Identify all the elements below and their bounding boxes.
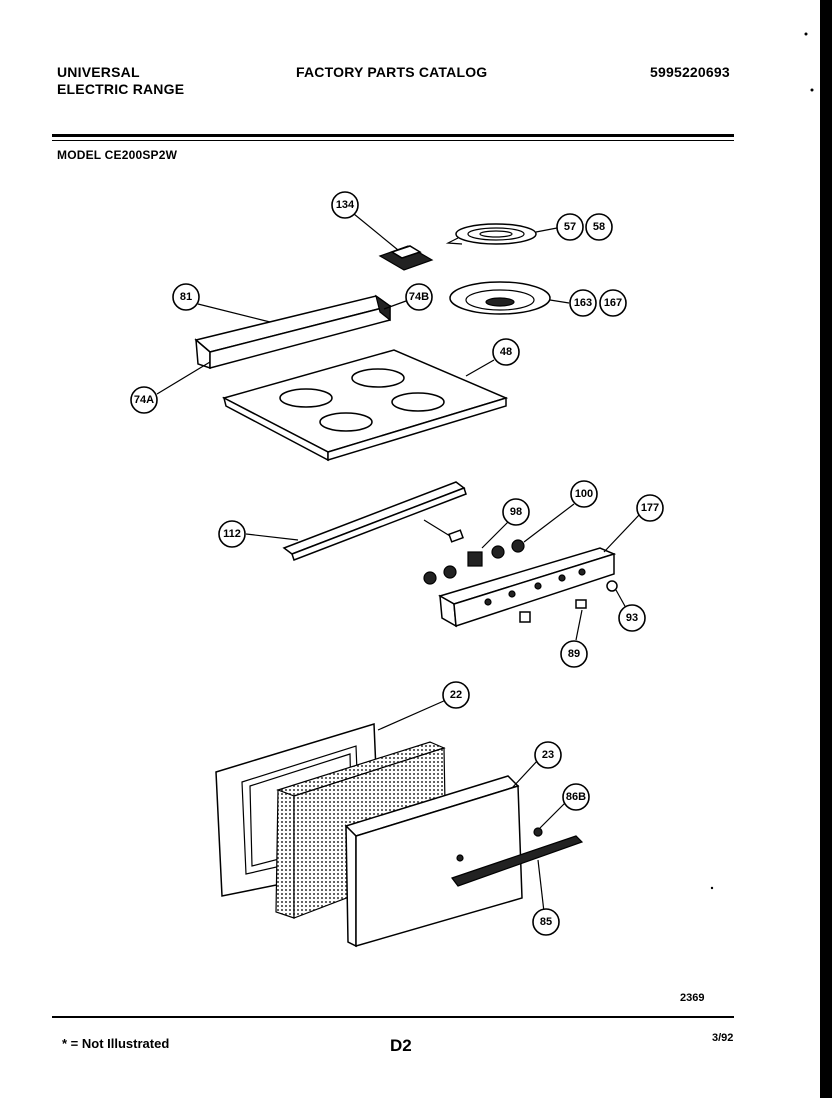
svg-text:93: 93 <box>626 612 638 624</box>
part-clip <box>575 599 587 609</box>
callout-89: 89 <box>560 640 588 668</box>
svg-text:57: 57 <box>564 221 576 233</box>
part-surface-element <box>445 223 537 245</box>
svg-text:85: 85 <box>540 916 552 928</box>
part-handle-screw <box>533 827 543 837</box>
svg-text:167: 167 <box>604 297 622 309</box>
svg-text:48: 48 <box>500 346 512 358</box>
callout-58: 58 <box>585 213 613 241</box>
callout-23: 23 <box>534 741 562 769</box>
callout-86b: 86B <box>562 783 590 811</box>
callout-74b: 74B <box>405 283 433 311</box>
callout-134: 134 <box>331 191 359 219</box>
callout-93: 93 <box>618 604 646 632</box>
svg-text:177: 177 <box>641 502 659 514</box>
svg-text:74A: 74A <box>134 394 154 406</box>
svg-text:74B: 74B <box>409 291 429 303</box>
catalog-date: 3/92 <box>712 1032 734 1044</box>
drawing-number: 2369 <box>680 992 705 1004</box>
catalog-number: 5995220693 <box>650 64 730 80</box>
part-backguard-trim <box>194 294 392 370</box>
part-control-panel <box>438 547 617 628</box>
svg-text:58: 58 <box>593 221 605 233</box>
page-edge-bar <box>820 0 832 1098</box>
svg-text:112: 112 <box>223 528 241 540</box>
callout-48: 48 <box>492 338 520 366</box>
part-screw <box>606 580 618 592</box>
footer-rule <box>52 1016 734 1018</box>
svg-text:22: 22 <box>450 689 462 701</box>
brand-line-2: ELECTRIC RANGE <box>57 81 185 97</box>
svg-text:86B: 86B <box>566 791 586 803</box>
brand-block: UNIVERSAL ELECTRIC RANGE <box>57 64 184 98</box>
part-cooktop <box>221 349 509 462</box>
callout-167: 167 <box>599 289 627 317</box>
header-rule-thick <box>52 134 734 137</box>
callout-81: 81 <box>172 283 200 311</box>
part-bracket-strip <box>282 481 467 561</box>
svg-text:134: 134 <box>336 199 355 211</box>
callout-57: 57 <box>556 213 584 241</box>
svg-text:81: 81 <box>180 291 192 303</box>
part-switch <box>423 519 483 567</box>
model-label: MODEL CE200SP2W <box>57 148 178 162</box>
catalog-title: FACTORY PARTS CATALOG <box>296 64 488 80</box>
callout-163: 163 <box>569 289 597 317</box>
part-clip-lower <box>519 611 531 623</box>
svg-text:23: 23 <box>542 749 554 761</box>
callout-85: 85 <box>532 908 560 936</box>
footnote-not-illustrated: * = Not Illustrated <box>62 1036 170 1051</box>
part-control-knobs <box>423 539 525 585</box>
callout-177: 177 <box>636 494 664 522</box>
callout-98: 98 <box>502 498 530 526</box>
svg-text:163: 163 <box>574 297 592 309</box>
callout-74a: 74A <box>130 386 158 414</box>
brand-line-1: UNIVERSAL <box>57 64 140 80</box>
part-terminal-block <box>378 245 434 271</box>
part-drip-bowl <box>449 281 551 315</box>
page-number: D2 <box>390 1036 412 1055</box>
callout-100: 100 <box>570 480 598 508</box>
callout-112: 112 <box>218 520 246 548</box>
svg-text:89: 89 <box>568 648 580 660</box>
part-door-handle <box>451 835 584 887</box>
svg-text:100: 100 <box>575 488 593 500</box>
callout-22: 22 <box>442 681 470 709</box>
header-rule-thin <box>52 140 734 141</box>
svg-text:98: 98 <box>510 506 522 518</box>
part-outer-door <box>344 775 523 948</box>
